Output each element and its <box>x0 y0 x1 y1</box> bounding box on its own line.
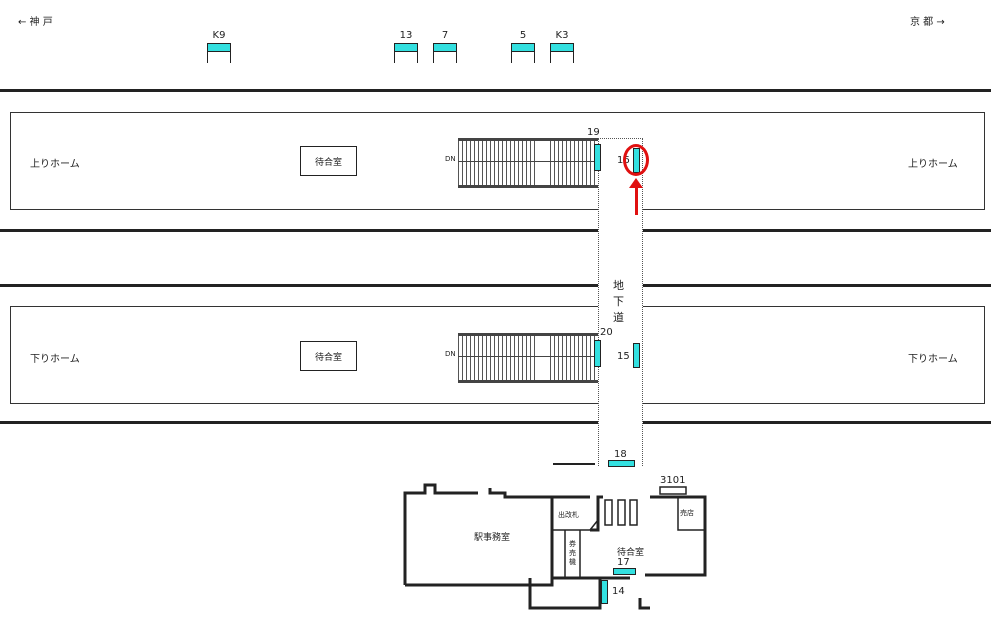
platform-down <box>10 306 985 404</box>
sign-15-label: 15 <box>617 351 630 362</box>
shop-label: 売店 <box>680 509 694 517</box>
sign-20 <box>594 340 601 367</box>
sign-15 <box>633 343 640 368</box>
wall <box>553 463 595 465</box>
stair-dn-label: DN <box>445 350 456 358</box>
platform-up-label: 上りホーム <box>30 159 80 170</box>
track-line <box>0 421 991 424</box>
platform-up-label-right: 上りホーム <box>908 159 958 170</box>
ticket-gate-label: 出改札 <box>558 511 579 519</box>
direction-kobe: ← 神 戸 <box>18 17 53 28</box>
stair-dn-label: DN <box>445 155 456 163</box>
sign-19-label: 19 <box>587 127 600 138</box>
direction-kyoto: 京 都 → <box>910 17 945 28</box>
sign-20-label: 20 <box>600 327 613 338</box>
sign-17-label: 17 <box>617 557 630 568</box>
track-line <box>0 284 991 287</box>
station-office-label: 駅事務室 <box>474 533 511 543</box>
sign-3101-label: 3101 <box>660 475 686 486</box>
sign-14-label: 14 <box>612 586 625 597</box>
stairs-up <box>458 138 598 188</box>
sign-k3: K3 <box>550 30 574 63</box>
sign-5: 5 <box>511 30 535 63</box>
sign-14 <box>601 580 608 604</box>
ticket-machine-label: 券売機 <box>569 540 576 566</box>
stairs-down <box>458 333 598 383</box>
arrow-up-icon <box>635 185 638 215</box>
platform-down-label: 下りホーム <box>30 354 80 365</box>
track-line <box>0 229 991 232</box>
waiting-room-label: 待合室 <box>617 548 645 558</box>
waiting-room-up: 待合室 <box>300 146 357 176</box>
sign-18-label: 18 <box>614 449 627 460</box>
platform-down-label-right: 下りホーム <box>908 354 958 365</box>
sign-7: 7 <box>433 30 457 63</box>
waiting-room-down: 待合室 <box>300 341 357 371</box>
track-line <box>0 89 991 92</box>
highlight-circle <box>623 144 649 176</box>
sign-19 <box>594 144 601 171</box>
underpass-label: 地下道 <box>613 279 624 324</box>
sign-13: 13 <box>394 30 418 63</box>
arrow-head-icon <box>629 178 643 188</box>
sign-k9: K9 <box>207 30 231 63</box>
sign-17 <box>613 568 636 575</box>
platform-up <box>10 112 985 210</box>
sign-18 <box>608 460 635 467</box>
